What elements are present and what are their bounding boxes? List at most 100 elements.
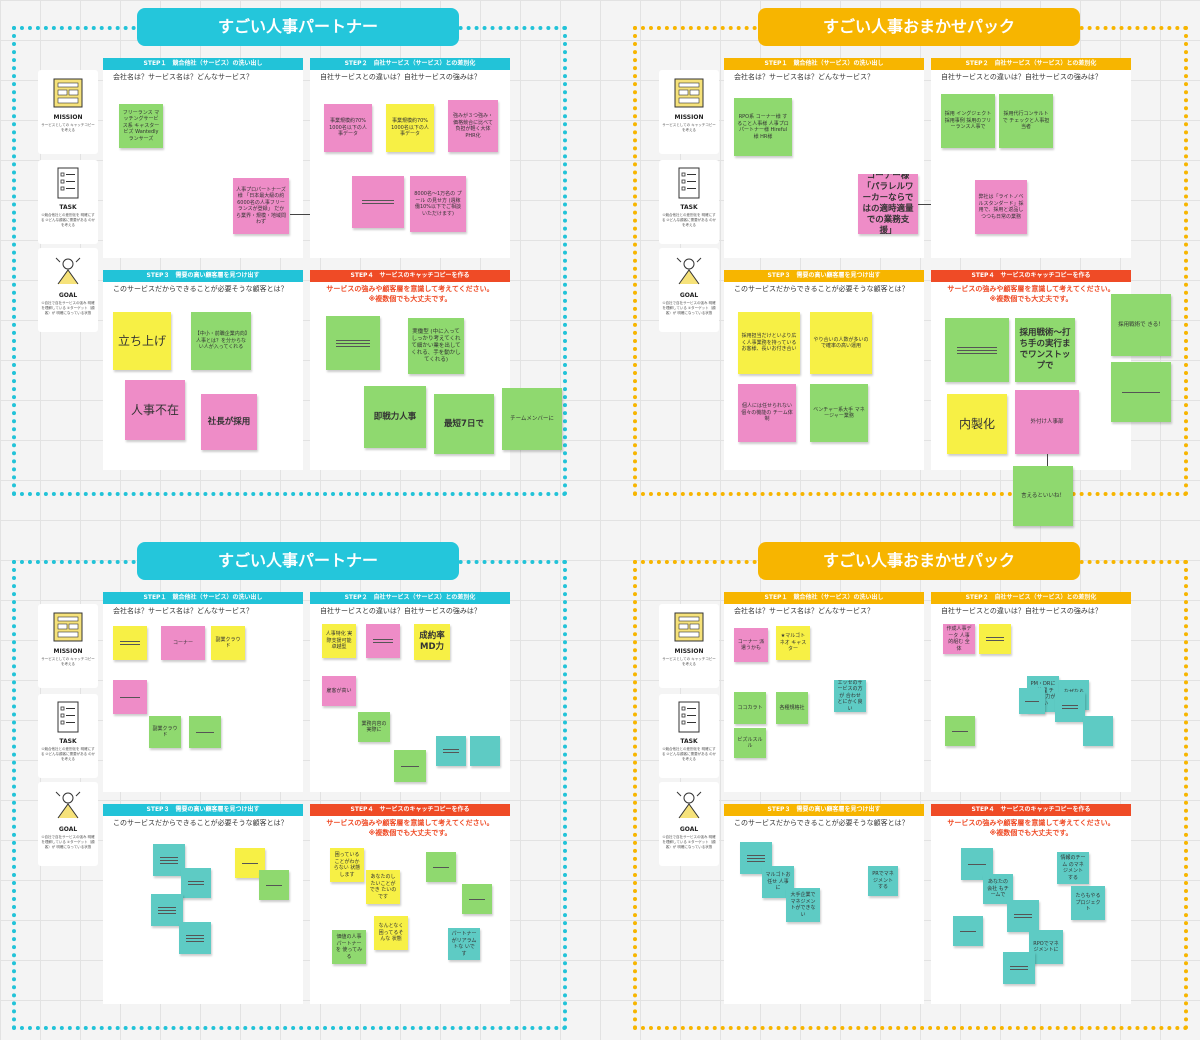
sticky-note[interactable]: 副業クラウド [149, 716, 181, 748]
sticky-note[interactable] [259, 870, 289, 900]
sticky-note[interactable]: ベンチャー系大手 マネージャー業務 [810, 384, 868, 442]
sticky-note[interactable]: コーナー様 「パラレルワーカーならではの適時適量での業務支援」 [858, 174, 918, 234]
board-title[interactable]: すごい人事パートナー [137, 542, 459, 580]
step4-panel[interactable]: STEP４ サービスのキャッチコピーを作る サービスの強みや顧客層を意識して考え… [310, 804, 510, 1004]
sticky-note[interactable] [945, 318, 1009, 382]
sticky-note[interactable]: 情報のチーム のマネジメント する [1057, 852, 1089, 884]
sticky-note[interactable]: 採用 イングジェクト 採用事例 採用のフリーランス人事で [941, 94, 995, 148]
step1-panel[interactable]: STEP１ 競合他社（サービス）の洗い出し 会社名は？サービス名は？どんなサービ… [724, 58, 924, 258]
sticky-note[interactable]: 【中小・前職企業内向】人事とは？を分からない人が入ってくれる [191, 312, 251, 370]
sticky-note[interactable] [179, 922, 211, 954]
step1-panel[interactable]: STEP１ 競合他社（サービス）の洗い出し 会社名は？サービス名は？どんなサービ… [103, 58, 303, 258]
sticky-note[interactable] [953, 916, 983, 946]
step2-panel[interactable]: STEP２ 自社サービス（サービス）との差別化 自社サービスとの違いは？自社サー… [310, 592, 510, 792]
sticky-note[interactable]: 雇客が高い [322, 676, 356, 706]
step4-panel[interactable]: STEP４ サービスのキャッチコピーを作る サービスの強みや顧客層を意識して考え… [310, 270, 562, 470]
sticky-note[interactable] [151, 894, 183, 926]
sticky-note[interactable]: ビズルスルル [734, 728, 766, 758]
step3-panel[interactable]: STEP３ 需要の高い顧客層を見つけ出す このサービスだからできることが必要そう… [724, 804, 924, 1004]
sticky-note[interactable]: 業務内容の 実際に [358, 712, 390, 742]
step2-panel[interactable]: STEP２ 自社サービス（サービス）との差別化 自社サービスとの違いは？自社サー… [310, 58, 510, 258]
sticky-note[interactable]: 言えるといいね！ [1013, 466, 1073, 526]
sticky-note[interactable]: 最短7日で [434, 394, 494, 454]
board-3[interactable]: すごい人事パートナー MISSION サービスとしての キャッチコピーを考える … [12, 542, 567, 1030]
sticky-note[interactable]: たらもやるプロジェクト [1071, 886, 1105, 920]
sticky-note[interactable] [113, 680, 147, 714]
sticky-note[interactable]: 個人には任せられない 個々の機能の チーム体制 [738, 384, 796, 442]
sticky-note[interactable]: 実働型 (中に入ってしっかり考えてくれて細かい業を出してくれる、手を動かしてくれ… [408, 318, 464, 374]
sticky-note[interactable] [1007, 900, 1039, 932]
sticky-note[interactable]: コーナー 派遣うかも [734, 628, 768, 662]
sticky-note[interactable] [181, 868, 211, 898]
sticky-note[interactable] [1055, 692, 1085, 722]
step1-panel[interactable]: STEP１ 競合他社（サービス）の洗い出し 会社名は？サービス名は？どんなサービ… [103, 592, 303, 792]
board-1[interactable]: すごい人事パートナー MISSION サービスとしての キャッチコピーを考える … [12, 8, 567, 496]
sticky-note[interactable]: 作成人事データ 人事的組む 全体 [943, 624, 975, 654]
sticky-note[interactable]: 大手企業でマネジメントができない [786, 888, 820, 922]
sticky-note[interactable]: 内製化 [947, 394, 1007, 454]
board-title[interactable]: すごい人事おまかせパック [758, 542, 1080, 580]
sticky-note[interactable]: チームメンバーに [502, 388, 562, 450]
sticky-note[interactable]: PRでマネジメントする [868, 866, 898, 896]
sticky-note[interactable] [394, 750, 426, 782]
sticky-note[interactable]: 社長が採用 [201, 394, 257, 450]
sticky-note[interactable] [945, 716, 975, 746]
sticky-note[interactable] [1111, 362, 1171, 422]
board-title[interactable]: すごい人事おまかせパック [758, 8, 1080, 46]
sticky-note[interactable]: あなたのしたいことができ たいのです [366, 870, 400, 904]
step4-panel[interactable]: STEP４ サービスのキャッチコピーを作る サービスの強みや顧客層を意識して考え… [931, 804, 1131, 1004]
sticky-note[interactable]: 採用代行コンサルトで チェックと人事担当者 [999, 94, 1053, 148]
sticky-note[interactable]: 人事特化 実際支援可能 卓越型 [322, 624, 356, 658]
step3-panel[interactable]: STEP３ 需要の高い顧客層を見つけ出す このサービスだからできることが必要そう… [724, 270, 924, 470]
sticky-note[interactable]: ココカラト [734, 692, 766, 724]
board-title[interactable]: すごい人事パートナー [137, 8, 459, 46]
sticky-note[interactable]: 弊社は「ライトノベルスタンダード」採用で、採用と返品しつつも日常の業務 [975, 180, 1027, 234]
sticky-note[interactable]: エッセのサービスの方が 合わせとにかく良い [834, 680, 866, 712]
sticky-note[interactable]: 事業規模約70% 1000名以下の人事データ [386, 104, 434, 152]
step1-panel[interactable]: STEP１ 競合他社（サービス）の洗い出し 会社名は？サービス名は？どんなサービ… [724, 592, 924, 792]
sticky-note[interactable]: コーナー [161, 626, 205, 660]
sticky-note[interactable]: パートナーがリアラムトな いです [448, 928, 480, 960]
sticky-note[interactable]: フリーランス マッチングサービス系 キャスタービズ Wantedly ランサーズ [119, 104, 163, 148]
sticky-note[interactable]: やり合いの人数が多いので確率の高い運用 [810, 312, 872, 374]
sticky-note[interactable]: 価値の人事パートナー を 使ってみる [332, 930, 366, 964]
sticky-note[interactable] [462, 884, 492, 914]
sticky-note[interactable]: 困っていることがわからない 状態します [330, 848, 364, 882]
sticky-note[interactable]: 立ち上げ [113, 312, 171, 370]
step3-panel[interactable]: STEP３ 需要の高い顧客層を見つけ出す このサービスだからできることが必要そう… [103, 804, 303, 1004]
sticky-note[interactable] [470, 736, 500, 766]
sticky-note[interactable] [436, 736, 466, 766]
board-4[interactable]: すごい人事おまかせパック MISSION サービスとしての キャッチコピーを考え… [633, 542, 1188, 1030]
sticky-note[interactable]: 強みが３つ強み・価格競合に比べて負担が軽く大体PHR化 [448, 100, 498, 152]
sticky-note[interactable]: 人事プロパートナーズ様 「日本最大級の約6000名の人事フリーランスが登録」 だ… [233, 178, 289, 234]
sticky-note[interactable] [113, 626, 147, 660]
sticky-note[interactable]: 成約率 MD力 [414, 624, 450, 660]
sticky-note[interactable] [1083, 716, 1113, 746]
sticky-note[interactable]: 外付け人事部 [1015, 390, 1079, 454]
sticky-note[interactable]: 人事不在 [125, 380, 185, 440]
sticky-note[interactable]: 即戦力人事 [364, 386, 426, 448]
sticky-note[interactable] [189, 716, 221, 748]
step2-panel[interactable]: STEP２ 自社サービス（サービス）との差別化 自社サービスとの違いは？自社サー… [931, 592, 1131, 792]
sticky-note[interactable]: 副業クラウド [211, 626, 245, 660]
sticky-note[interactable]: 8000名～1万名の プール の見せ方 (週稼働10%以下でご相談いただけます) [410, 176, 466, 232]
sticky-note[interactable] [153, 844, 185, 876]
sticky-note[interactable]: 採用戦術で きる！ [1111, 294, 1171, 356]
sticky-note[interactable]: 採用戦術～打ち手の実行までワンストップで [1015, 318, 1075, 382]
sticky-note[interactable] [1003, 952, 1035, 984]
sticky-note[interactable]: RPO系 コーナー様 すること人事様 人事プロパートナー様 Hireful様 H… [734, 98, 792, 156]
step2-panel[interactable]: STEP２ 自社サービス（サービス）との差別化 自社サービスとの違いは？自社サー… [931, 58, 1131, 258]
sticky-note[interactable] [1019, 688, 1045, 714]
sticky-note[interactable] [352, 176, 404, 228]
step4-panel[interactable]: STEP４ サービスのキャッチコピーを作る サービスの強みや顧客層を意識して考え… [931, 270, 1131, 474]
sticky-note[interactable] [326, 316, 380, 370]
board-2[interactable]: すごい人事おまかせパック MISSION サービスとしての キャッチコピーを考え… [633, 8, 1188, 526]
step3-panel[interactable]: STEP３ 需要の高い顧客層を見つけ出す このサービスだからできることが必要そう… [103, 270, 303, 470]
sticky-note[interactable]: 採用担当だけといより広く人事業務を持っているお客様、長いお付き合い [738, 312, 800, 374]
sticky-note[interactable] [979, 624, 1011, 654]
sticky-note[interactable]: 各種規格社 [776, 692, 808, 724]
sticky-note[interactable]: 事業規模約70% 1000名以下の人事データ [324, 104, 372, 152]
sticky-note[interactable] [426, 852, 456, 882]
sticky-note[interactable]: ★マルゴト ネオ キャスター [776, 626, 810, 660]
sticky-note[interactable]: あなたの会社 もチームで [983, 874, 1013, 904]
